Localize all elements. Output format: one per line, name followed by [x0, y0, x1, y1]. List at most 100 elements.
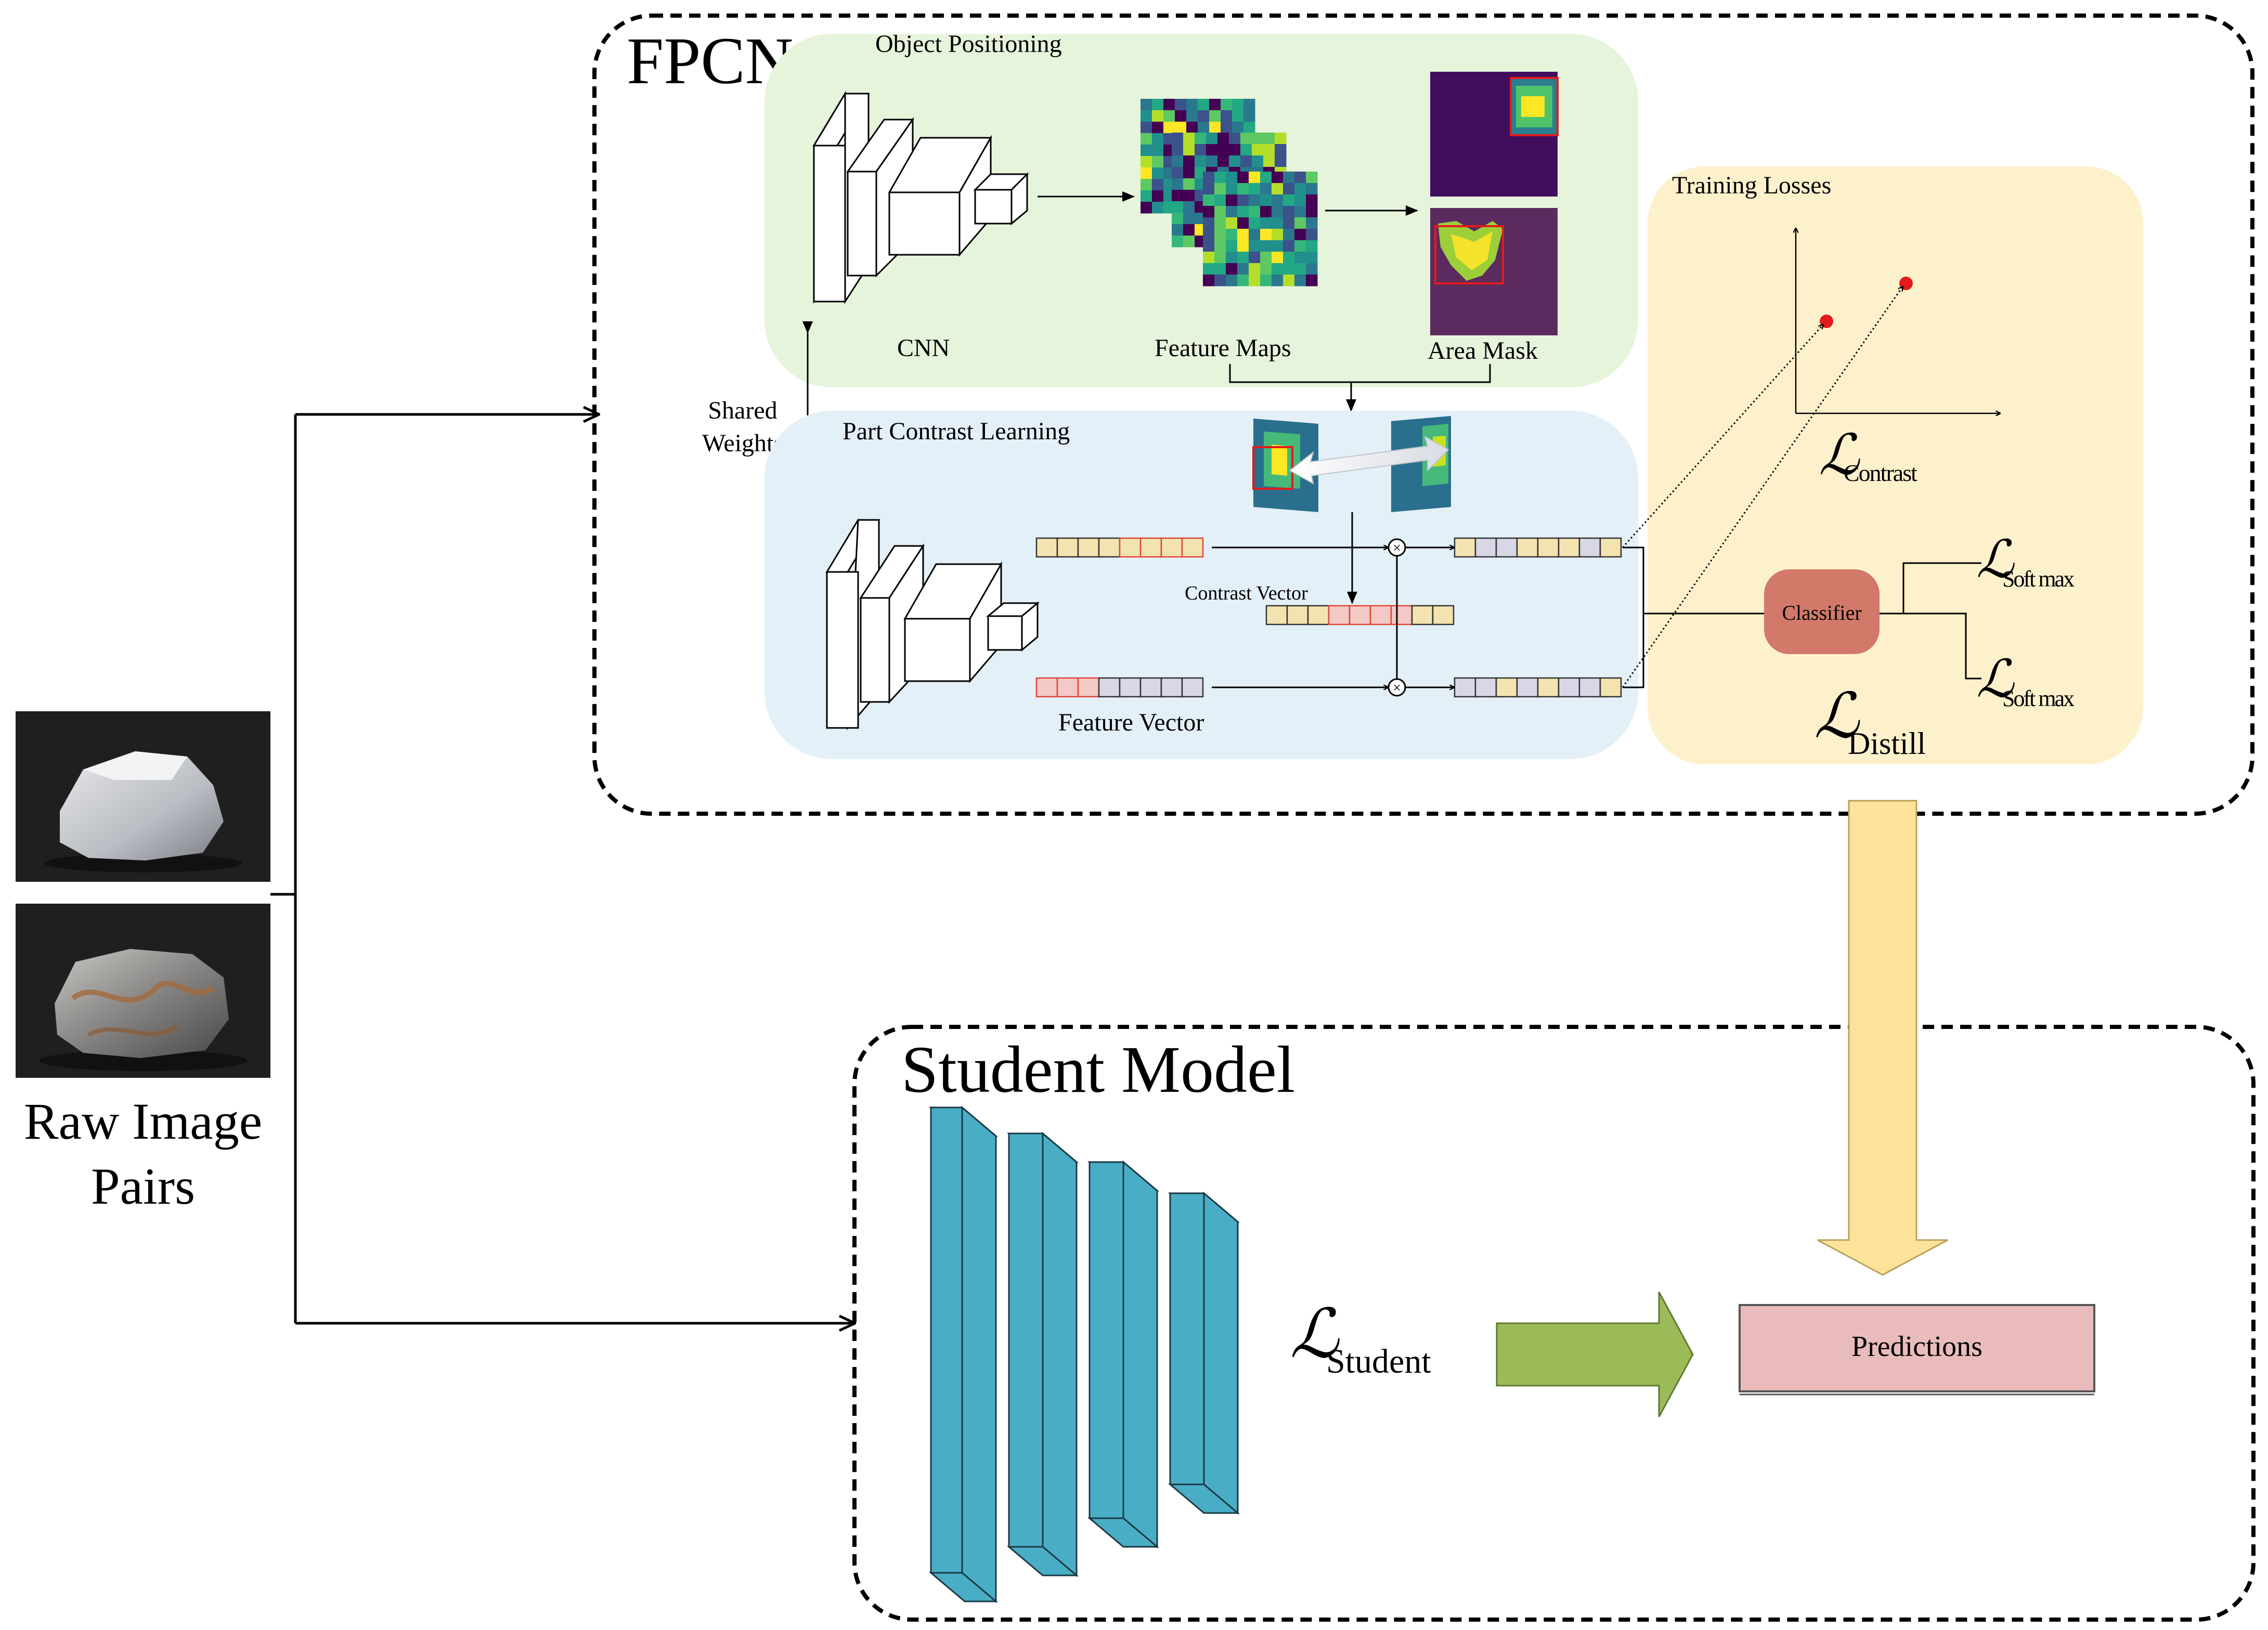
- script-L-icon: ℒ: [1976, 531, 2015, 589]
- contrast-vector-label: Contrast Vector: [1185, 582, 1308, 604]
- part-patch-left: [1252, 419, 1318, 512]
- loss-softmax-top-subscript: Soft max: [2002, 566, 2075, 592]
- loss-distill: ℒ Distill: [1814, 682, 1926, 761]
- vector-cell: [1077, 537, 1100, 558]
- student-frame: [852, 1025, 2256, 1622]
- contrast-vector: [1265, 605, 1455, 625]
- feature-vector-label: Feature Vector: [1058, 709, 1204, 736]
- vector-cell: [1454, 537, 1476, 558]
- vector-cell: [1495, 677, 1518, 698]
- vector-cell: [1328, 605, 1351, 625]
- feature-map-layer: [1203, 172, 1318, 286]
- bottom-feature-vector: [1035, 677, 1204, 698]
- shared-weights-line1: Shared: [708, 397, 777, 424]
- vector-cell: [1098, 537, 1121, 558]
- classifier-label: Classifier: [1782, 601, 1861, 624]
- loss-softmax-top: ℒ Soft max: [1976, 531, 2076, 592]
- vector-cell: [1558, 537, 1580, 558]
- vector-cell: [1035, 537, 1058, 558]
- area-mask-bottom: [1430, 208, 1558, 335]
- vector-cell: [1035, 677, 1058, 698]
- vector-cell: [1369, 605, 1392, 625]
- area-mask-top: [1430, 72, 1559, 197]
- vector-cell: [1578, 677, 1601, 698]
- script-L-icon: ℒ: [1819, 425, 1860, 487]
- loss-contrast-subscript: Contrast: [1844, 460, 1917, 486]
- cnn-top-icon: [812, 90, 1029, 305]
- vector-cell: [1181, 537, 1204, 558]
- vector-cell: [1558, 677, 1580, 698]
- embed-point-1: [1820, 315, 1833, 328]
- vector-cell: [1516, 677, 1539, 698]
- loss-student-subscript: Student: [1326, 1342, 1431, 1380]
- vector-cell: [1119, 677, 1142, 698]
- merge-connector: [1229, 364, 1491, 383]
- vector-cell: [1411, 605, 1434, 625]
- loss-distill-subscript: Distill: [1848, 726, 1926, 761]
- loss-contrast: ℒ Contrast: [1819, 425, 1919, 487]
- vector-cell: [1390, 605, 1413, 625]
- object-positioning-title: Object Positioning: [875, 30, 1062, 58]
- multiply-bottom-icon: [1388, 678, 1406, 697]
- cnn-label: CNN: [897, 334, 950, 362]
- vector-cell: [1286, 605, 1309, 625]
- training-losses-title: Training Losses: [1672, 172, 1831, 199]
- script-L-icon: ℒ: [1290, 1297, 1340, 1372]
- raw-image-label-line1: Raw Image: [24, 1092, 262, 1150]
- multiply-top-symbol: ×: [1393, 540, 1401, 556]
- script-L-icon: ℒ: [1976, 650, 2015, 708]
- vector-cell: [1537, 537, 1560, 558]
- top-feature-vector: [1035, 537, 1204, 558]
- loss-softmax-bottom-subscript: Soft max: [2002, 686, 2075, 711]
- area-mask-label: Area Mask: [1428, 337, 1538, 364]
- feature-maps-icon: [1141, 99, 1318, 286]
- vector-cell: [1578, 537, 1601, 558]
- vector-cell: [1056, 677, 1079, 698]
- vector-cell: [1454, 677, 1476, 698]
- vector-cell: [1181, 677, 1204, 698]
- cnn-bottom-icon: [825, 519, 1040, 731]
- vector-cell: [1474, 677, 1497, 698]
- vector-cell: [1119, 537, 1142, 558]
- part-contrast-title: Part Contrast Learning: [843, 418, 1070, 445]
- vector-cell: [1098, 677, 1121, 698]
- contrast-double-arrow: [1289, 435, 1449, 485]
- predictions-box: [1739, 1304, 2095, 1392]
- multiply-bottom-symbol: ×: [1393, 680, 1401, 696]
- vector-cell: [1139, 677, 1162, 698]
- vector-cell: [1160, 677, 1183, 698]
- loss-softmax-bottom: ℒ Soft max: [1976, 650, 2076, 711]
- loss-student: ℒ Student: [1290, 1297, 1431, 1380]
- classifier-box: [1764, 569, 1880, 654]
- vector-cell: [1474, 537, 1497, 558]
- student-network-icon: [928, 1105, 1240, 1603]
- fpcn-title: FPCN: [627, 24, 793, 98]
- vector-cell: [1265, 605, 1288, 625]
- predictions-label: Predictions: [1851, 1331, 1982, 1363]
- vector-cell: [1537, 677, 1560, 698]
- vector-cell: [1599, 537, 1622, 558]
- classifier-out-bottom: [1880, 612, 1981, 680]
- vector-cell: [1495, 537, 1518, 558]
- bottom-output-vector: [1454, 677, 1622, 698]
- vector-cell: [1160, 537, 1183, 558]
- raw-image-bottom: [16, 904, 270, 1078]
- vector-cell: [1056, 537, 1079, 558]
- student-to-predictions-arrow: [1496, 1292, 1694, 1417]
- raw-image-top: [16, 711, 270, 882]
- distill-down-arrow: [1817, 800, 1948, 1276]
- script-L-icon: ℒ: [1814, 682, 1860, 751]
- raw-image-label-line2: Pairs: [91, 1157, 195, 1215]
- vector-cell: [1516, 537, 1539, 558]
- vector-cell: [1599, 677, 1622, 698]
- vector-cell: [1432, 605, 1455, 625]
- top-output-vector: [1454, 537, 1622, 558]
- student-title: Student Model: [901, 1033, 1295, 1106]
- vector-cell: [1077, 677, 1100, 698]
- feature-maps-label: Feature Maps: [1155, 334, 1291, 362]
- vector-cell: [1307, 605, 1330, 625]
- multiply-top-icon: [1388, 538, 1406, 557]
- vector-bracket: [1623, 546, 1644, 688]
- vector-cell: [1139, 537, 1162, 558]
